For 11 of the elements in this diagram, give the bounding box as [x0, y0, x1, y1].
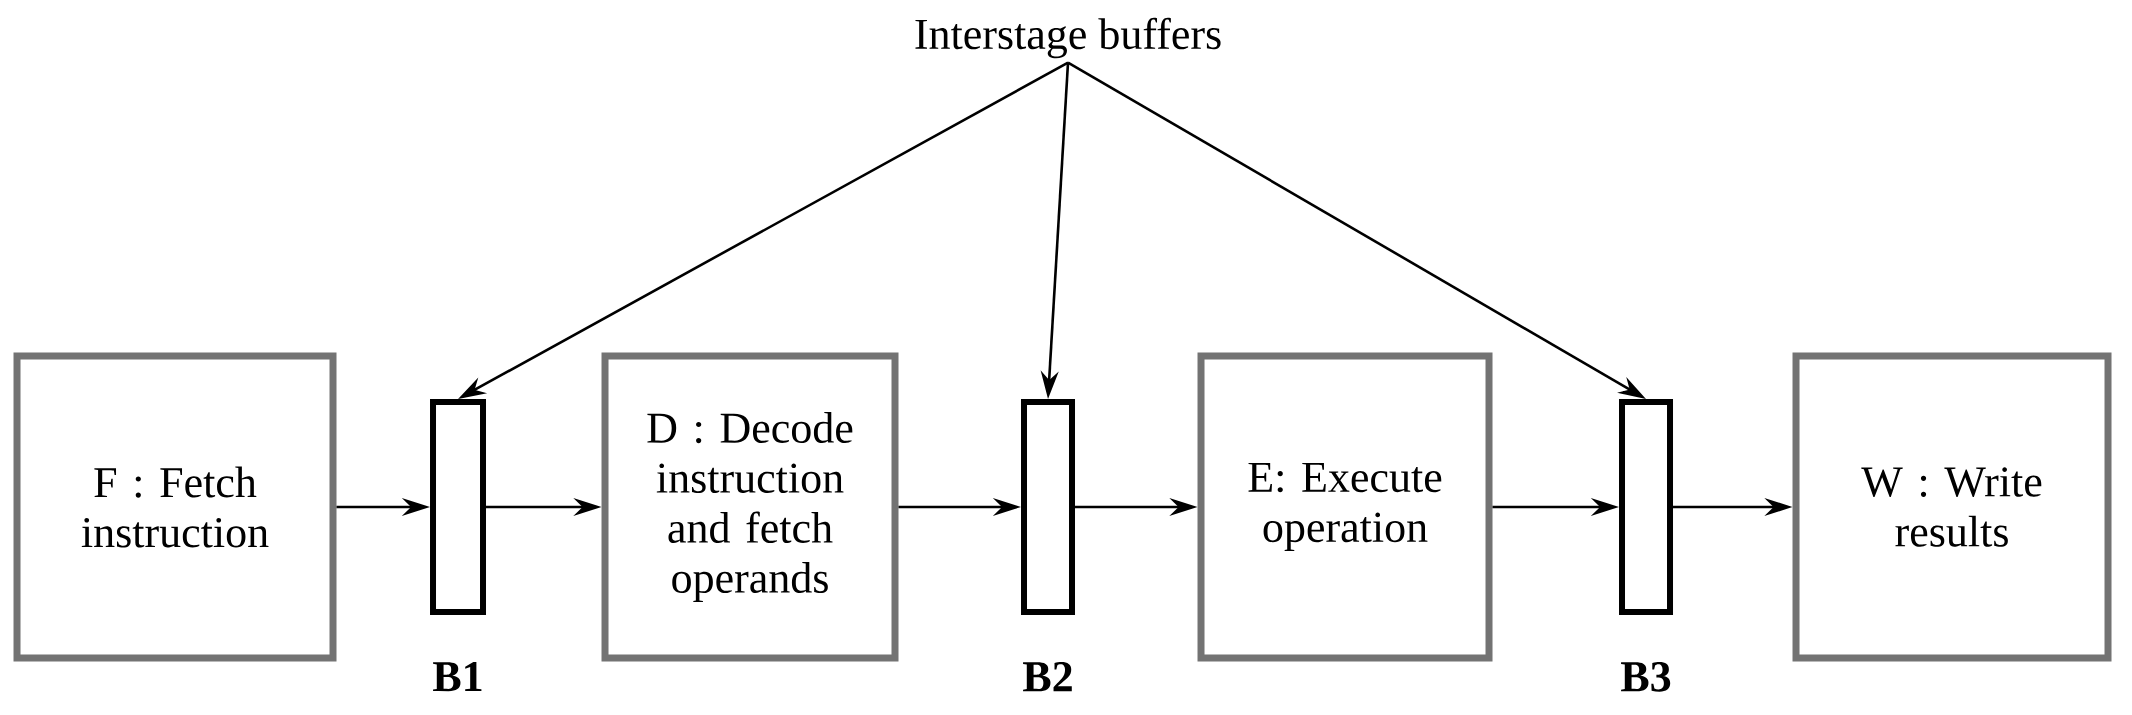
- buffer-label: B1: [433, 662, 482, 692]
- stage-box: W : Write results: [1792, 352, 2112, 662]
- stage-box: F : Fetch instruction: [13, 352, 337, 662]
- buffer-bar: [430, 399, 486, 615]
- stage-box: D : Decode instruction and fetch operands: [601, 352, 899, 662]
- stage-box: E: Execute operation: [1197, 352, 1493, 662]
- buffer-label: B3: [1621, 662, 1671, 692]
- buffer-bar: [1619, 399, 1673, 615]
- buffer-bar: [1021, 399, 1075, 615]
- buffer-label: B2: [1023, 662, 1072, 692]
- heading-text: Interstage buffers: [915, 17, 1221, 59]
